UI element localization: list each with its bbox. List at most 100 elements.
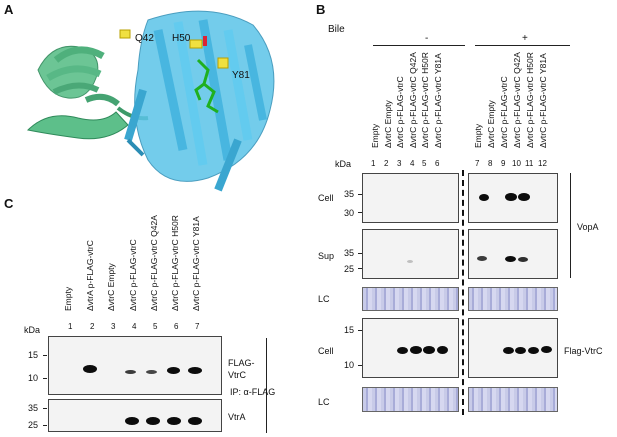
marker-tick [43,425,47,426]
marker-tick [43,378,47,379]
marker-tick [358,365,362,366]
bile-minus-bracket [373,45,465,46]
marker-label: 15 [28,350,39,360]
marker-label: 30 [344,208,355,218]
lane-number: 1 [68,322,73,331]
band [146,370,157,374]
loading-control-lc [468,387,558,412]
protein-structure-image [26,10,275,192]
band [518,193,530,201]
blot-sup-vopa-plus [468,229,558,279]
band [188,367,202,374]
lane-label: Empty [63,286,73,311]
marker-tick [43,355,47,356]
lane-label: ΔvtrC p-FLAG-vtrC [395,76,405,148]
lane-label: ΔvtrC Empty [383,100,393,148]
marker-label: 35 [344,248,355,258]
lane-label: ΔvtrC p-FLAG-vtrC Y81A [538,53,548,148]
band [518,257,528,262]
lane-number: 10 [512,159,521,168]
lane-label: ΔvtrC p-FLAG-vtrC [499,76,509,148]
residue-label-h50: H50 [172,33,191,44]
lane-number: 6 [174,322,179,331]
lane-number: 4 [132,322,137,331]
lane-label: ΔvtrC p-FLAG-vtrC Q42A [512,52,522,148]
panel-b-label: B [316,2,326,17]
blot-sup-vopa-minus [362,229,459,279]
ip-bracket [266,338,267,433]
marker-label: 15 [344,325,355,335]
band [407,260,413,263]
right-label-flag-vtrc: Flag-VtrC [564,346,603,356]
band [167,367,180,374]
lane-label: Empty [370,123,380,148]
band [167,417,181,425]
lane-separator-dashed [462,170,464,415]
bile-minus: - [425,33,429,44]
marker-tick [358,212,362,213]
lane-label: ΔvtrC p-FLAG-vtrC H50R [525,52,535,148]
lane-number: 3 [111,322,116,331]
lane-number: 9 [501,159,506,168]
lane-number: 7 [475,159,480,168]
lane-number: 6 [435,159,440,168]
band [503,347,514,354]
lane-number: 12 [538,159,547,168]
marker-label: 25 [28,420,39,430]
blot-cell-vopa-plus [468,173,558,223]
marker-label: 10 [28,373,39,383]
marker-label: 10 [344,360,355,370]
band [423,346,435,354]
lane-number: 11 [525,159,534,168]
lane-number: 5 [153,322,158,331]
marker-tick [358,194,362,195]
lane-number: 2 [384,159,389,168]
band [505,193,517,201]
band [397,347,408,354]
band [125,417,139,425]
lane-label: ΔvtrC p-FLAG-vtrC H50R [420,52,430,148]
lane-label: ΔvtrC p-FLAG-vtrC [128,239,138,311]
marker-tick [43,408,47,409]
band [83,365,97,373]
right-label-vopa: VopA [577,222,599,232]
lane-number: 4 [410,159,415,168]
lane-label: ΔvtrC p-FLAG-vtrC H50R [170,215,180,311]
ip-label: IP: α-FLAG [230,387,276,397]
marker-label: 35 [344,189,355,199]
band [437,346,448,354]
band [479,194,489,201]
panel-a-label: A [4,2,14,17]
band [410,346,422,354]
right-label-vtrc: VtrC [228,370,246,380]
band [146,417,160,425]
lane-label: ΔvtrA p-FLAG-vtrC [85,240,95,311]
band [541,346,552,353]
band [188,417,202,425]
row-label-cell: Cell [318,193,334,203]
blot-cell-flag-vtrc-plus [468,318,558,378]
lane-number: 2 [90,322,95,331]
lane-number: 1 [371,159,376,168]
band [505,256,516,262]
marker-tick [358,253,362,254]
row-label-lc: LC [318,397,330,407]
lane-number: 8 [488,159,493,168]
right-label-flag: FLAG- [228,358,255,368]
panel-c-label: C [4,196,14,211]
row-label-cell: Cell [318,346,334,356]
blot-cell-vopa-minus [362,173,459,223]
marker-label: 25 [344,264,355,274]
lane-label: ΔvtrC p-FLAG-vtrC Y81A [433,53,443,148]
vopa-bracket [570,173,571,278]
lane-label: ΔvtrC p-FLAG-vtrC Q42A [408,52,418,148]
bile-label: Bile [328,24,345,35]
kda-label-c: kDa [24,325,41,335]
kda-label-b: kDa [335,159,352,169]
row-label-sup: Sup [318,251,335,261]
loading-control-lc [362,287,459,311]
bile-plus: + [522,33,528,44]
marker-tick [358,268,362,269]
lane-label: ΔvtrC p-FLAG-vtrC Q42A [149,215,159,311]
lane-number: 5 [422,159,427,168]
